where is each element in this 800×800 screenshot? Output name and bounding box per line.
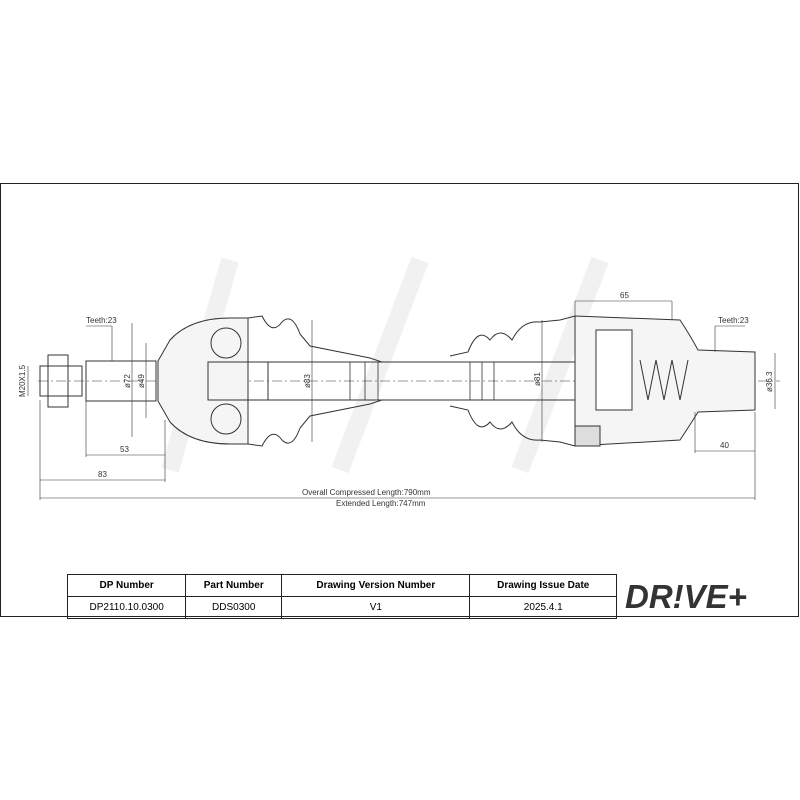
dim-53: 53	[120, 445, 129, 454]
drive-logo: DR!VE+	[625, 578, 747, 614]
stub-shaft	[85, 360, 157, 402]
dim-teeth-left: Teeth:23	[86, 316, 117, 325]
header-part-number: Part Number	[185, 574, 283, 597]
dim-40: 40	[720, 441, 729, 450]
dim-d36: ø36.3	[765, 371, 774, 392]
outer-cv-joint	[157, 317, 249, 445]
issue-date: 2025.4.1	[469, 596, 617, 619]
table-header-row: DP Number Part Number Drawing Version Nu…	[66, 574, 617, 597]
dim-extended-length: Extended Length:747mm	[336, 499, 426, 508]
svg-text:DR!VE+: DR!VE+	[625, 578, 747, 614]
inner-boot	[449, 315, 576, 447]
outer-boot	[247, 315, 383, 447]
header-version: Drawing Version Number	[281, 574, 471, 597]
dim-65: 65	[620, 291, 629, 300]
dim-teeth-right: Teeth:23	[718, 316, 749, 325]
dp-number: DP2110.10.0300	[66, 596, 187, 619]
table-row: DP2110.10.0300 DDS0300 V1 2025.4.1	[66, 596, 617, 619]
header-issue-date: Drawing Issue Date	[469, 574, 617, 597]
dim-83: 83	[98, 470, 107, 479]
title-block-table: DP Number Part Number Drawing Version Nu…	[66, 574, 617, 619]
dim-d49: ø49	[137, 374, 146, 388]
spring	[639, 359, 689, 401]
dim-d81: ø81	[533, 372, 542, 386]
dim-d83: ø83	[303, 374, 312, 388]
nut	[39, 365, 83, 397]
dim-d72: ø72	[123, 374, 132, 388]
part-number: DDS0300	[185, 596, 283, 619]
dim-thread: M20X1.5	[18, 364, 27, 397]
version: V1	[281, 596, 471, 619]
header-dp-number: DP Number	[66, 574, 187, 597]
dim-overall-length: Overall Compressed Length:790mm	[302, 488, 431, 497]
